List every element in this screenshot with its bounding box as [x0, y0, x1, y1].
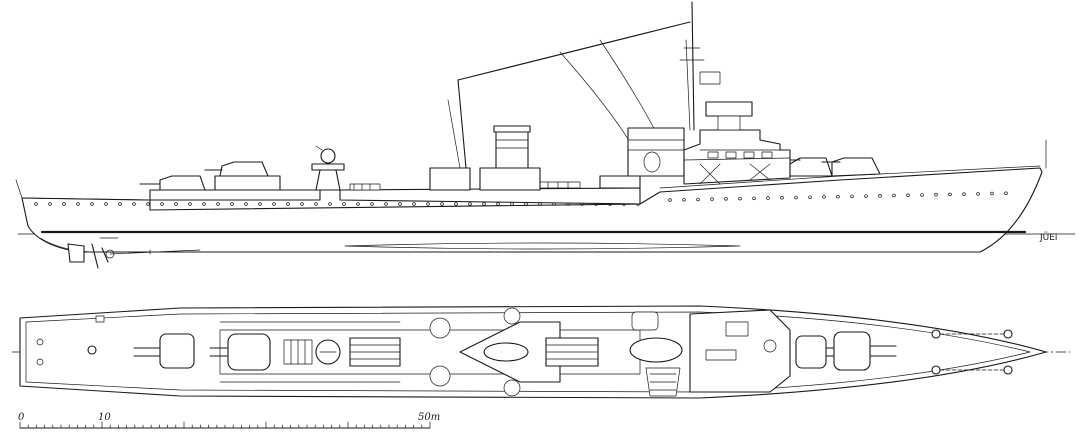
side-profile-view: JÜEi: [15, 1, 1076, 269]
aft-funnel: [493, 125, 531, 169]
bridge: [683, 129, 791, 185]
scale-tick-label-10: 10: [98, 412, 111, 423]
after-gun-turret-3: [204, 161, 281, 191]
plan-aft-funnel: [429, 307, 561, 397]
plan-fore-funnel: [629, 311, 683, 397]
fwd-gun-turret-1: [821, 157, 881, 177]
plan-view: [11, 305, 1071, 399]
searchlight-tower: [311, 145, 345, 191]
plan-deckhouse: [283, 339, 341, 365]
plan-turret-3: [209, 333, 271, 371]
plan-turret-4: [133, 333, 195, 369]
plan-torpedo-mount-fwd: [545, 337, 599, 367]
fire-control-director: [699, 71, 753, 131]
plan-turret-1: [833, 331, 897, 371]
plan-torpedo-mount-aft: [349, 337, 401, 367]
plan-bridge: [689, 309, 791, 393]
after-gun-turret-4: [139, 175, 206, 191]
foremast: [679, 1, 705, 131]
scale-tick-label-0: 0: [18, 412, 25, 423]
torpedo-tubes-aft: [349, 183, 381, 191]
bilge-keel: [344, 242, 741, 250]
after-deckhouse: [149, 189, 321, 201]
flagstaff: [15, 179, 23, 199]
propeller-rudder: [67, 237, 201, 269]
scale-bar: 0 10 50m: [18, 412, 440, 429]
midships-deckhouse: [429, 167, 471, 191]
plan-anchors: [931, 329, 1013, 375]
torpedo-tubes-fwd: [539, 181, 581, 189]
scale-tick-label-50m: 50m: [418, 412, 440, 423]
artist-signature: JÜEi: [1039, 232, 1057, 243]
fwd-gun-turret-2: [789, 157, 833, 177]
